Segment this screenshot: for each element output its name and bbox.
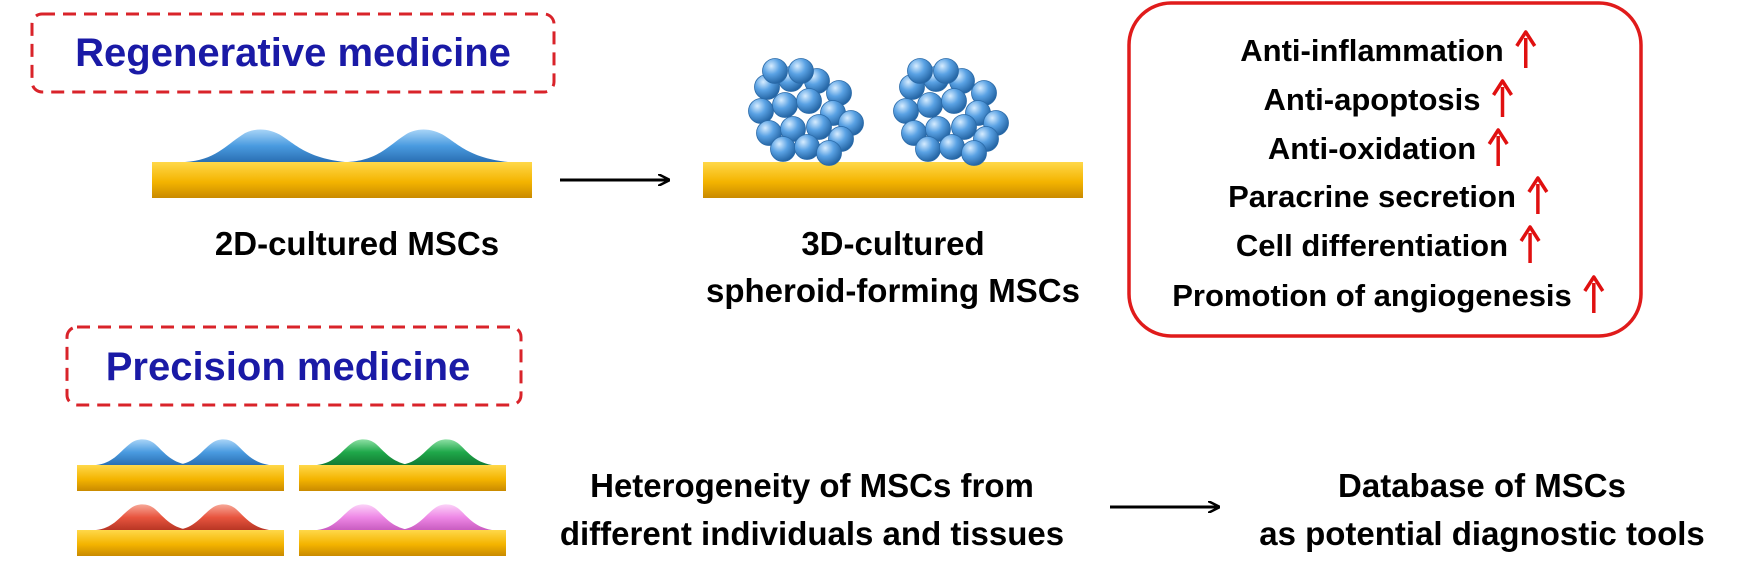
cell-pink [317,504,409,530]
database-line1: Database of MSCs [1338,467,1626,504]
label-2d-cultured: 2D-cultured MSCs [215,225,499,262]
sphere-cell [939,134,965,160]
up-arrow-icon [1527,176,1549,214]
precision-heading: Precision medicine [106,345,471,389]
heterogeneous-cultures [77,439,506,556]
sphere-cell [951,114,977,140]
cell-blue [96,439,188,465]
substrate-blue [77,465,284,491]
regenerative-heading: Regenerative medicine [75,31,511,75]
precision-heading-box [65,325,523,407]
up-arrow-icon [1515,30,1537,68]
flat-cell [185,129,345,162]
effects-box [1127,1,1643,338]
cell-blue [177,439,269,465]
effect-label: Anti-apoptosis [1264,82,1481,117]
spheroid [748,58,864,166]
effect-label: Anti-inflammation [1240,33,1504,68]
sphere-cell [961,140,987,166]
database-line2: as potential diagnostic tools [1259,515,1705,552]
sphere-cell [915,136,941,162]
heterogeneity-line2: different individuals and tissues [560,515,1064,552]
substrate-green [299,465,506,491]
sphere-cell [772,92,798,118]
cell-red [177,504,269,530]
label-3d-line1: 3D-cultured [801,225,984,262]
substrate-3d [703,162,1083,198]
effect-label: Promotion of angiogenesis [1172,278,1572,313]
spheroid [893,58,1009,166]
sphere-cell [794,134,820,160]
regenerative-heading-box [30,12,556,94]
up-arrow-icon [1583,275,1605,313]
sphere-cell [907,58,933,84]
up-arrow-icon [1519,225,1541,263]
2d-culture-illustration [152,129,532,198]
sphere-cell [816,140,842,166]
cell-green [317,439,409,465]
up-arrow-icon [1492,79,1513,117]
sphere-cell [762,58,788,84]
sphere-cell [941,88,967,114]
flat-cell [348,129,508,162]
sphere-cell [796,88,822,114]
heterogeneity-line1: Heterogeneity of MSCs from [590,467,1034,504]
substrate-red [77,530,284,556]
sphere-cell [917,92,943,118]
effect-label: Cell differentiation [1236,228,1508,263]
substrate-pink [299,530,506,556]
sphere-cell [933,58,959,84]
cell-pink [400,504,492,530]
label-3d-line2: spheroid-forming MSCs [706,272,1080,309]
sphere-cell [893,98,919,124]
sphere-cell [748,98,774,124]
sphere-cell [770,136,796,162]
sphere-cell [806,114,832,140]
sphere-cell [788,58,814,84]
3d-culture-illustration [703,58,1083,198]
substrate-2d [152,162,532,198]
up-arrow-icon [1487,128,1509,166]
cell-green [400,439,492,465]
effect-label: Anti-oxidation [1268,131,1476,166]
cell-red [96,504,188,530]
effect-label: Paracrine secretion [1228,179,1516,214]
effects-list: Anti-inflammationAnti-apoptosisAnti-oxid… [1172,30,1605,313]
